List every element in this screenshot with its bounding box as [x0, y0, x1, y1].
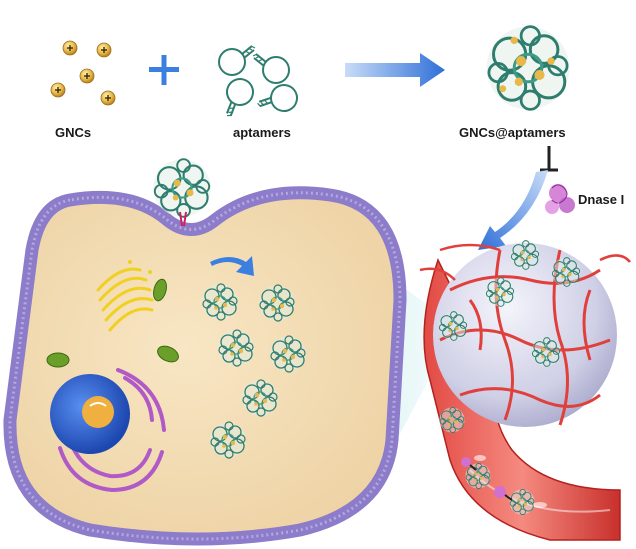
gncs-group — [50, 40, 116, 106]
nucleus-icon — [50, 374, 130, 454]
aptamers-group — [212, 45, 302, 119]
vessel-complex — [438, 406, 466, 434]
dnase-label: Dnase I — [578, 192, 625, 207]
vessel-complex — [464, 462, 492, 490]
arrow-internalize-icon — [210, 256, 254, 276]
internalized-complex — [217, 329, 255, 367]
vessel-complex — [508, 488, 536, 516]
mitochondria-icon — [153, 278, 167, 302]
internalized-complex — [269, 335, 307, 373]
gncs-aptamers-label: GNCs@aptamers — [459, 125, 566, 140]
er-icon — [58, 368, 166, 493]
receptor-icon — [179, 211, 187, 227]
aptamers-label: aptamers — [233, 125, 291, 140]
vessel-enzyme-icon — [461, 457, 513, 501]
aptamer-icon — [212, 73, 261, 119]
plus-icon — [149, 55, 179, 85]
gold-nanocluster-icon — [50, 82, 66, 98]
cell-icon — [3, 186, 407, 546]
complex-icon — [485, 25, 571, 111]
golgi-icon — [96, 260, 160, 332]
inhibit-icon — [540, 146, 558, 172]
gold-nanocluster-icon — [100, 90, 116, 106]
gold-nanocluster-icon — [79, 68, 95, 84]
gold-nanocluster-icon — [62, 40, 78, 56]
internalized-complex — [201, 283, 239, 321]
arrow-curve-icon — [478, 170, 548, 250]
tumor-bound-complex — [531, 337, 561, 367]
gncs-label: GNCs — [55, 125, 92, 140]
internalized-complex — [241, 379, 279, 417]
tumor-bound-complex — [510, 240, 540, 270]
internalized-complex — [258, 284, 296, 322]
tumor-bound-complex — [551, 257, 581, 287]
enzyme-icon — [545, 184, 575, 214]
aptamer-icon — [252, 53, 290, 84]
mitochondria-icon — [46, 352, 70, 368]
gold-nanocluster-icon — [96, 42, 112, 58]
aptamer-icon — [255, 76, 302, 119]
tumor-bound-complex — [438, 311, 468, 341]
arrow-right-icon — [345, 53, 445, 87]
complex-icon — [152, 158, 212, 218]
internalized-complex — [209, 421, 247, 459]
tumor-bound-complex — [485, 277, 515, 307]
aptamer-icon — [218, 45, 256, 76]
mitochondria-icon — [157, 345, 179, 363]
